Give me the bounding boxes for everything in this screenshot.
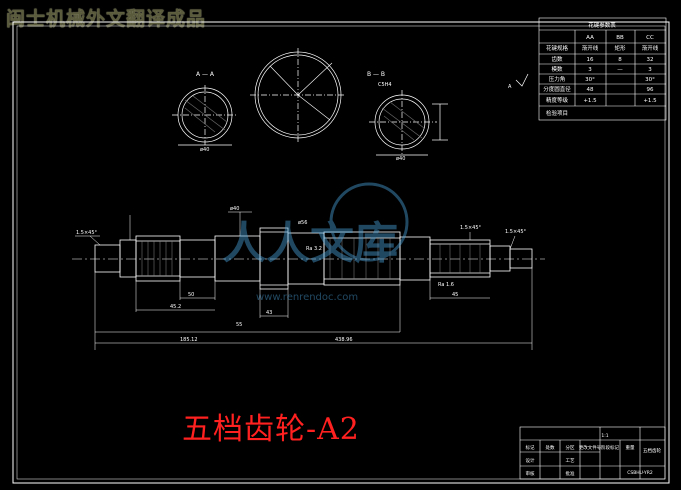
svg-text:压力角: 压力角 bbox=[549, 75, 566, 83]
svg-text:8: 8 bbox=[618, 57, 622, 63]
svg-text:96: 96 bbox=[647, 87, 654, 93]
svg-text:50: 50 bbox=[188, 292, 194, 298]
svg-text:渐开线: 渐开线 bbox=[582, 44, 599, 52]
svg-text:16: 16 bbox=[587, 57, 594, 63]
svg-text:设计: 设计 bbox=[526, 457, 535, 464]
svg-text:渐开线: 渐开线 bbox=[642, 44, 659, 52]
svg-text:处数: 处数 bbox=[546, 444, 555, 451]
svg-text:标记: 标记 bbox=[526, 444, 535, 451]
svg-text:分区: 分区 bbox=[566, 444, 575, 451]
svg-text:人人文库: 人人文库 bbox=[222, 218, 398, 269]
banner-title: 闽士机械外文翻译成品 bbox=[6, 8, 207, 30]
svg-text:Ra 3.2: Ra 3.2 bbox=[306, 246, 322, 252]
svg-text:精度等级: 精度等级 bbox=[546, 96, 569, 104]
svg-text:ø40: ø40 bbox=[396, 156, 405, 162]
svg-text:1.5×45°: 1.5×45° bbox=[460, 225, 482, 231]
svg-text:检验项目: 检验项目 bbox=[546, 109, 568, 117]
svg-text:CSBHU-YR2: CSBHU-YR2 bbox=[627, 470, 653, 476]
svg-text:3: 3 bbox=[648, 67, 652, 73]
param-header-aa: AA bbox=[586, 35, 594, 41]
svg-text:48: 48 bbox=[587, 87, 594, 93]
svg-text:花键规格: 花键规格 bbox=[546, 44, 569, 52]
param-table bbox=[538, 17, 667, 121]
section-bb: B — B bbox=[250, 48, 385, 142]
svg-text:齿数: 齿数 bbox=[551, 55, 563, 63]
param-table-title: 花键参数表 bbox=[588, 21, 616, 29]
svg-text:阶段标记: 阶段标记 bbox=[601, 444, 619, 451]
svg-text:+1.5: +1.5 bbox=[643, 98, 657, 104]
svg-text:438.96: 438.96 bbox=[335, 337, 353, 343]
svg-text:3: 3 bbox=[588, 67, 592, 73]
svg-text:模数: 模数 bbox=[551, 65, 563, 73]
title-block bbox=[519, 426, 666, 480]
svg-text:重量: 重量 bbox=[626, 444, 635, 451]
svg-text:五档齿轮: 五档齿轮 bbox=[643, 447, 661, 454]
svg-text:更改文件号: 更改文件号 bbox=[579, 444, 602, 451]
svg-text:A: A bbox=[508, 84, 512, 90]
svg-text:1:1: 1:1 bbox=[601, 433, 608, 439]
part-title: 五档齿轮-A2 bbox=[182, 412, 360, 447]
param-header-cc: CC bbox=[646, 35, 654, 41]
section-aa-label: A — A bbox=[196, 71, 215, 78]
svg-text:www.renrendoc.com: www.renrendoc.com bbox=[256, 292, 358, 303]
section-bb-label: B — B bbox=[367, 71, 385, 78]
svg-text:—: — bbox=[617, 67, 623, 73]
svg-text:工艺: 工艺 bbox=[566, 458, 575, 464]
param-header-bb: BB bbox=[616, 35, 624, 41]
svg-text:审核: 审核 bbox=[526, 470, 535, 477]
svg-text:55: 55 bbox=[236, 322, 242, 328]
svg-text:分度圆直径: 分度圆直径 bbox=[543, 85, 571, 93]
svg-text:43: 43 bbox=[266, 310, 272, 316]
svg-text:ø40: ø40 bbox=[200, 147, 209, 153]
svg-text:1.5×45°: 1.5×45° bbox=[76, 230, 98, 236]
svg-text:ø40: ø40 bbox=[230, 206, 239, 212]
svg-text:Ra 1.6: Ra 1.6 bbox=[438, 282, 454, 288]
svg-text:45: 45 bbox=[452, 292, 458, 298]
section-cc: C5H4 ø40 A bbox=[369, 73, 529, 162]
svg-text:+1.5: +1.5 bbox=[583, 98, 597, 104]
svg-text:矩形: 矩形 bbox=[614, 44, 626, 52]
svg-text:32: 32 bbox=[647, 57, 654, 63]
svg-text:1.5×45°: 1.5×45° bbox=[505, 229, 527, 235]
svg-text:30°: 30° bbox=[645, 77, 655, 83]
svg-text:185.12: 185.12 bbox=[180, 337, 198, 343]
svg-text:批准: 批准 bbox=[566, 470, 575, 477]
section-aa: A — A ø40 bbox=[172, 71, 238, 153]
svg-text:45.2: 45.2 bbox=[170, 304, 181, 310]
svg-text:ø56: ø56 bbox=[298, 220, 307, 226]
svg-text:30°: 30° bbox=[585, 77, 595, 83]
svg-text:C5H4: C5H4 bbox=[378, 82, 392, 88]
watermark: 人人文库 www.renrendoc.com bbox=[222, 182, 409, 303]
shaft-main-view bbox=[72, 211, 545, 350]
